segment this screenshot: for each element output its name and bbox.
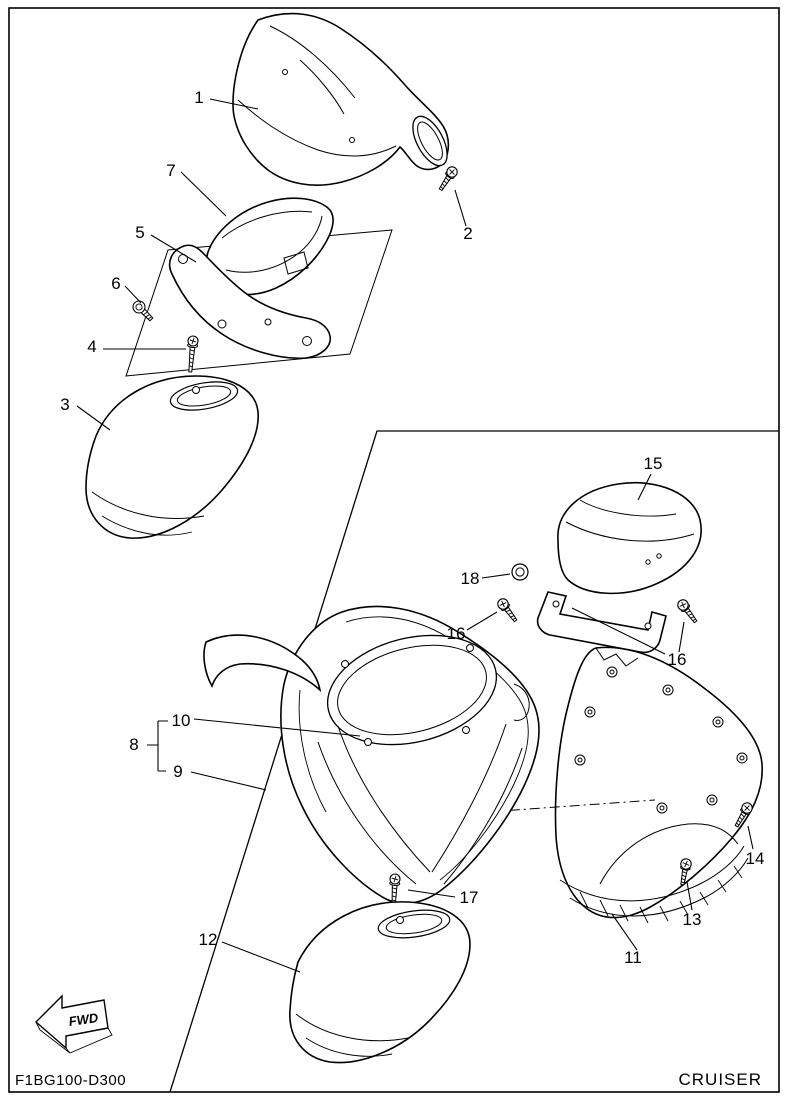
callout-18: 18 (461, 569, 480, 588)
callout-6: 6 (111, 274, 120, 293)
leader-15 (637, 473, 652, 501)
screw-2 (435, 164, 460, 193)
callout-2: 2 (463, 224, 472, 243)
leader-12 (221, 941, 301, 973)
leader-13 (686, 881, 693, 911)
callout-8: 8 (129, 735, 138, 754)
callout-12: 12 (199, 930, 218, 949)
part-5-bracket (168, 244, 331, 360)
leader-14 (747, 825, 754, 850)
leader-10 (193, 718, 361, 737)
footer-model-name: CRUISER (678, 1070, 762, 1089)
callout-15: 15 (644, 454, 663, 473)
leader-5 (150, 234, 197, 263)
part-legshield-front-panel (280, 605, 540, 905)
callout-labels: 1 2 3 4 5 6 7 8 9 10 11 12 13 14 15 16 1… (60, 88, 764, 967)
callout-17: 17 (460, 888, 479, 907)
leader-1 (209, 98, 259, 110)
leader-8-bracket (147, 720, 168, 772)
grommet-18 (511, 563, 529, 581)
lower-section-frame (169, 430, 779, 1093)
callout-13: 13 (683, 910, 702, 929)
leader-6 (124, 285, 142, 304)
leader-lines (76, 98, 754, 973)
page-border (8, 7, 780, 1093)
part-12-lower-cover (289, 901, 471, 1064)
leader-3 (76, 405, 111, 431)
bolt-6 (129, 297, 157, 325)
leader-11 (611, 913, 638, 951)
callout-16-left: 16 (447, 624, 466, 643)
leader-2 (454, 189, 467, 227)
footer-part-code: F1BG100-D300 (15, 1072, 126, 1089)
leader-18 (481, 573, 511, 579)
leader-16-right (571, 607, 685, 655)
screw-4 (184, 335, 199, 373)
callout-5: 5 (135, 223, 144, 242)
part-11-inner-panel (554, 646, 763, 924)
leader-9 (190, 771, 267, 791)
callout-7: 7 (166, 161, 175, 180)
screw-axis-line (429, 799, 656, 817)
part-3-front-cover (85, 375, 259, 539)
callout-1: 1 (194, 88, 203, 107)
leader-17 (407, 889, 456, 898)
fwd-arrow: FWD (34, 994, 113, 1054)
callout-10: 10 (172, 711, 191, 730)
part-15-headlight-pod (536, 482, 702, 654)
leader-7 (180, 171, 227, 217)
screw-16-right (675, 597, 701, 626)
part-10-visor-trim (203, 634, 322, 693)
leader-16-left (466, 611, 498, 631)
part-1-handlebar-cover (232, 12, 450, 186)
callout-9: 9 (173, 762, 182, 781)
callout-16-right: 16 (668, 650, 687, 669)
callout-4: 4 (87, 337, 96, 356)
callout-14: 14 (746, 849, 765, 868)
callout-3: 3 (60, 395, 69, 414)
screw-16-left (495, 596, 521, 625)
fwd-arrow-label: FWD (68, 1010, 100, 1029)
callout-11: 11 (624, 948, 642, 967)
